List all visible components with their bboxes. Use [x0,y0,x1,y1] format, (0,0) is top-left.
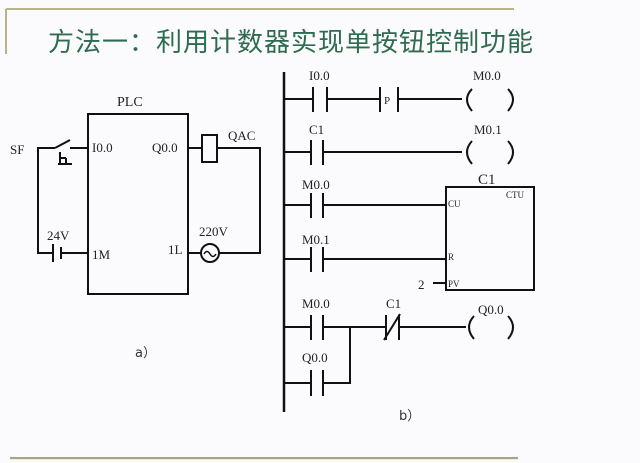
common-terminal-label: 1M [92,247,111,262]
coil-label: QAC [228,128,255,143]
contact-label: C1 [309,122,324,137]
output-terminal-label: Q0.0 [152,140,178,155]
parallel-contact-label: Q0.0 [302,350,328,365]
no-contact-m0-0 [284,193,446,218]
output-coil-q0-0 [468,315,514,340]
edge-label: P [384,95,390,107]
network-1: I0.0 P M0.0 [284,68,514,112]
top-rule [6,8,514,10]
no-contact-i0-0 [284,87,380,112]
cu-pin: CU [448,199,461,209]
coil-label: M0.0 [473,68,501,83]
counter-block [445,186,535,291]
no-contact-q0-0-parallel [284,327,351,396]
left-rule [5,9,7,54]
sine-wave-icon [203,250,217,258]
coil-label: Q0.0 [478,302,504,317]
switch-contact [54,139,88,149]
counter-type: CTU [506,190,525,200]
r-contact-label: M0.1 [302,232,330,247]
bottom-rule [10,457,518,459]
caption-b: b） [399,409,420,424]
counter-name: C1 [478,172,496,188]
nc-contact-label: C1 [386,296,401,311]
contact-label: I0.0 [309,68,330,83]
contact-label: M0.0 [302,296,330,311]
ladder-diagram: I0.0 P M0.0 C1 M0.1 M0.0 M0.1 C1 CTU CU … [282,68,535,424]
no-contact-c1 [284,140,462,165]
pv-value: 2 [418,277,425,292]
slide-title: 方法一：利用计数器实现单按钮控制功能 [48,28,535,58]
positive-edge-contact [379,87,462,112]
output-coil-m0-1 [466,140,514,165]
dc-supply-label: 24V [47,228,70,243]
cu-contact-label: M0.0 [302,177,330,192]
no-contact-m0-0 [284,315,386,340]
network-4: M0.0 C1 Q0.0 Q0.0 [284,296,514,396]
nc-contact-c1 [383,313,466,341]
switch-label: SF [10,142,24,157]
network-2: C1 M0.1 [284,122,514,165]
right-loop-wire [217,147,261,254]
plc-box [87,113,189,295]
output-common-label: 1L [168,242,183,257]
battery-icon [52,244,62,262]
pushbutton-icon [58,152,72,165]
caption-a: a） [135,346,156,361]
ac-supply-label: 220V [199,224,229,239]
output-coil-m0-0 [466,88,514,112]
wiring-diagram: PLC I0.0 1M Q0.0 1L SF 24V QAC 220V a） [10,95,261,361]
coil-icon [201,134,218,163]
plc-label: PLC [117,95,143,110]
input-terminal-label: I0.0 [92,140,113,155]
no-contact-m0-1 [284,247,446,272]
network-3: M0.0 M0.1 C1 CTU CU R PV 2 [284,172,535,292]
coil-label: M0.1 [474,122,502,137]
r-pin: R [448,252,454,262]
left-loop-wire [37,147,55,254]
pv-pin: PV [448,279,460,289]
